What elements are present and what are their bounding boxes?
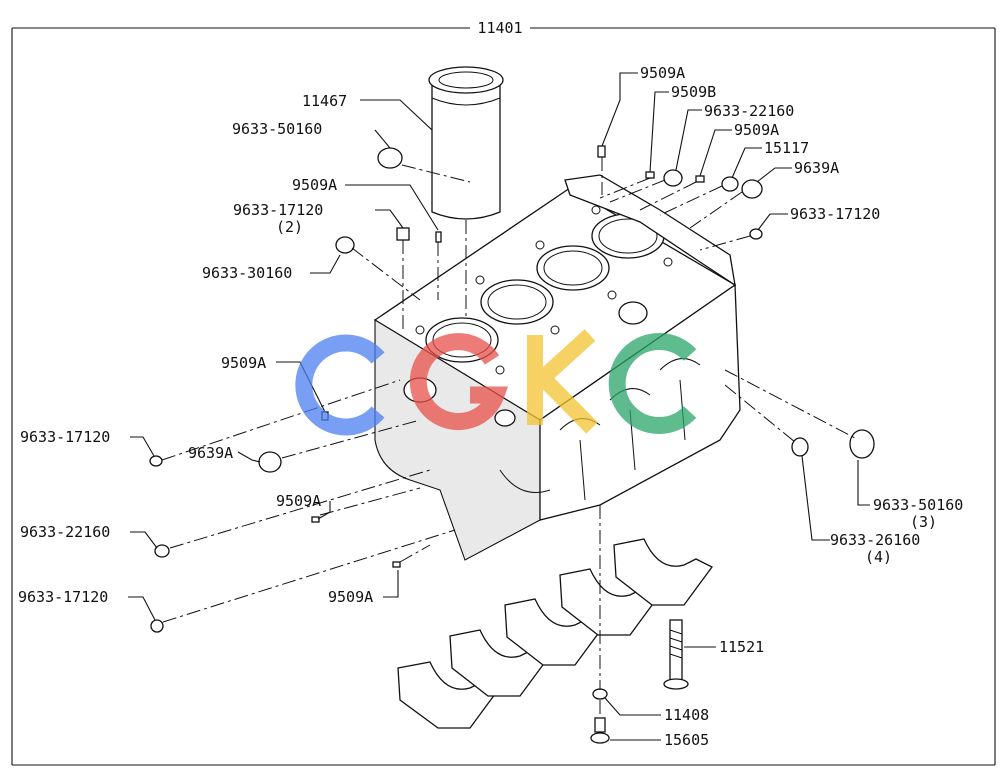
label-9633-17120-mid-left: 9633-17120 [20,428,110,446]
label-9633-30160: 9633-30160 [202,264,292,282]
label-9633-17120-left: 9633-17120 [233,201,323,219]
label-9509b: 9509B [671,83,716,101]
leader-lines [128,72,870,741]
label-9633-50160-right-qty: (3) [910,513,937,531]
label-9509a-mid-left: 9509A [221,354,266,372]
label-15117: 15117 [764,139,809,157]
label-9633-26160: 9633-26160 [830,531,920,549]
diagram-frame [11,27,996,766]
watermark-logo [295,329,697,436]
assembly-lines [161,157,856,716]
label-9633-17120-left-qty: (2) [276,218,303,236]
label-9633-17120-right: 9633-17120 [790,205,880,223]
label-11521: 11521 [719,638,764,656]
label-9633-50160-right: 9633-50160 [873,496,963,514]
label-9509a-left-top: 9509A [292,176,337,194]
cap-bolt-part [663,619,689,690]
cylinder-liner-part [428,66,504,220]
label-9633-22160-top: 9633-22160 [704,102,794,120]
callout-labels: 11401 11467 9633-50160 9509A 9633-17120 … [18,19,963,749]
label-9633-17120-bottom-left: 9633-17120 [18,588,108,606]
label-9633-50160-top: 9633-50160 [232,120,322,138]
main-bearing-caps [397,538,713,729]
drain-plug-part [590,688,610,744]
label-9509a-bottom: 9509A [328,588,373,606]
label-9639a-right: 9639A [794,159,839,177]
label-9509a-top: 9509A [640,64,685,82]
watermark-letter-k [527,329,598,434]
watermark-letter-g [409,333,509,431]
label-9633-22160-left: 9633-22160 [20,523,110,541]
label-11408: 11408 [664,706,709,724]
label-11467: 11467 [302,92,347,110]
label-15605: 15605 [664,731,709,749]
label-9633-26160-qty: (4) [865,548,892,566]
label-9639a-left: 9639A [188,444,233,462]
watermark-letter-c2 [608,333,697,434]
label-9509a-lower: 9509A [276,492,321,510]
label-9509a-top2: 9509A [734,121,779,139]
watermark-letter-c [295,334,385,436]
assembly-number: 11401 [477,19,522,37]
